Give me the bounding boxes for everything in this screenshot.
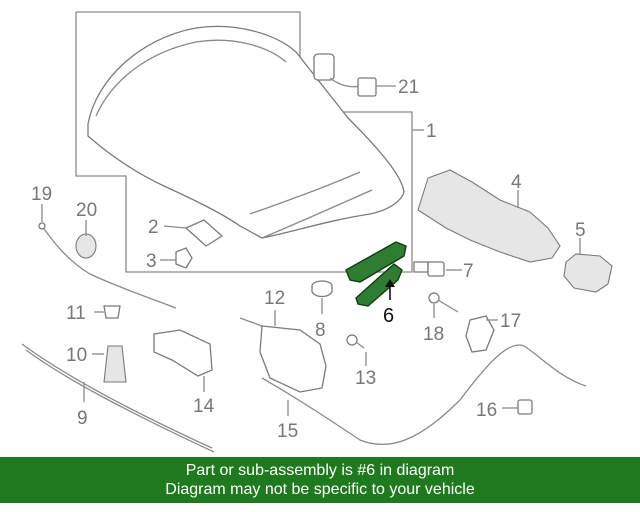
callout-9: 9 (77, 408, 88, 429)
seal-9 (21, 343, 215, 453)
banner-line-1: Part or sub-assembly is #6 in diagram (185, 462, 455, 479)
connector-21 (313, 53, 396, 97)
hood-frame-box (75, 11, 413, 273)
guide-17 (465, 315, 498, 353)
callout-14: 14 (193, 396, 215, 417)
bracket-14 (153, 329, 213, 392)
callout-20: 20 (76, 200, 97, 221)
banner-line-2: Diagram may not be specific to your vehi… (165, 481, 475, 498)
callout-12: 12 (264, 288, 285, 309)
latch-12 (239, 310, 327, 393)
callout-16: 16 (476, 400, 497, 421)
clip-11 (94, 305, 121, 319)
callout-5: 5 (575, 220, 586, 241)
callout-10: 10 (66, 345, 87, 366)
callout-8: 8 (315, 320, 326, 341)
callout-2: 2 (148, 217, 159, 238)
info-banner: Part or sub-assembly is #6 in diagram Di… (0, 457, 640, 503)
bumper-8 (311, 280, 333, 314)
hinge-6-highlighted (345, 241, 407, 307)
callout-13: 13 (355, 368, 376, 389)
bolt-13 (346, 334, 367, 366)
callout-11: 11 (66, 303, 86, 324)
cable-15 (261, 344, 587, 446)
parts-diagram: 1 2 3 4 5 6 7 8 9 10 11 12 13 14 15 16 1… (21, 11, 613, 453)
bolt-7 (413, 261, 462, 277)
plate-2 (163, 219, 224, 247)
bolt-18 (428, 292, 459, 318)
callout-21: 21 (398, 77, 419, 98)
stopper-10 (92, 345, 127, 383)
callout-15: 15 (277, 421, 298, 442)
callout-6: 6 (383, 305, 394, 327)
clip-3 (160, 247, 193, 269)
cap-5 (563, 238, 613, 293)
prop-rod-19 (38, 204, 177, 309)
clip-16 (502, 399, 533, 415)
callout-17: 17 (500, 311, 521, 332)
callout-3: 3 (146, 251, 157, 272)
insulator-4 (417, 169, 561, 263)
callout-7: 7 (463, 261, 474, 282)
grommet-20 (75, 220, 97, 259)
callout-18: 18 (423, 324, 444, 345)
hood-panel (87, 25, 405, 239)
callout-4: 4 (511, 172, 522, 193)
callout-19: 19 (31, 184, 52, 205)
callout-1: 1 (426, 121, 437, 142)
